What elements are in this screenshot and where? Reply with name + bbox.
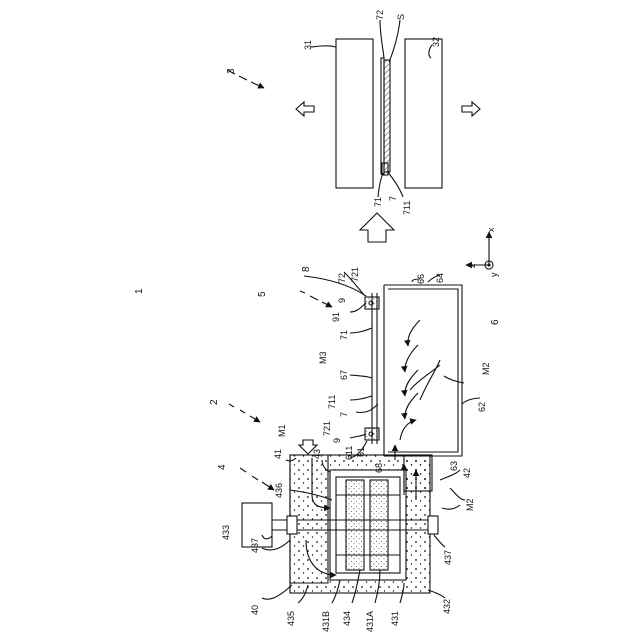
- label-71-top: 71: [373, 197, 383, 207]
- label-435: 435: [286, 611, 296, 626]
- flow-arrow-1: [408, 320, 420, 346]
- label-72-top: 72: [375, 10, 385, 20]
- press-plate-31: [336, 39, 373, 188]
- label-axis-y: y: [489, 272, 499, 277]
- label-9-top: 9: [337, 298, 347, 303]
- label-42: 42: [462, 468, 472, 478]
- label-437-left: 437: [250, 538, 260, 553]
- label-m2-heater: M2: [465, 498, 475, 511]
- label-433: 433: [221, 525, 231, 540]
- label-7-top: 7: [388, 196, 398, 201]
- substrate-s: [384, 60, 390, 172]
- label-3: 3: [226, 68, 237, 74]
- bearing-right: [428, 516, 438, 534]
- flow-arrow-2: [405, 345, 418, 372]
- label-434: 434: [342, 611, 352, 626]
- label-9: 9: [332, 438, 342, 443]
- press-arrow-left: [296, 102, 314, 116]
- label-91: 91: [331, 312, 341, 322]
- label-431a: 431A: [365, 611, 375, 632]
- label-m3: M3: [318, 351, 328, 364]
- label-6: 6: [490, 319, 501, 325]
- label-43: 43: [312, 449, 322, 459]
- label-721: 721: [322, 421, 332, 436]
- label-s: S: [396, 14, 406, 20]
- label-2: 2: [209, 399, 220, 405]
- label-611: 611: [344, 446, 354, 460]
- duct-42: [404, 455, 432, 491]
- label-1: 1: [134, 288, 145, 294]
- layer-72: [381, 58, 384, 174]
- axis-indicator: [466, 232, 493, 269]
- chamber-wall: [384, 285, 462, 456]
- transfer-arrow: [360, 213, 394, 242]
- press-plate-32: [405, 39, 442, 188]
- label-72: 72: [337, 273, 347, 283]
- label-431b: 431B: [321, 611, 331, 632]
- label-711: 711: [327, 395, 337, 409]
- flow-arrow-4: [405, 393, 418, 419]
- label-m2-chamber: M2: [481, 362, 491, 375]
- label-437-right: 437: [443, 550, 453, 565]
- label-66: 66: [416, 274, 426, 284]
- label-40: 40: [250, 605, 260, 615]
- label-41: 41: [273, 449, 283, 459]
- label-7: 7: [339, 412, 349, 417]
- label-61: 61: [356, 447, 366, 457]
- label-32: 32: [431, 37, 441, 47]
- label-71: 71: [339, 330, 349, 340]
- label-436: 436: [274, 483, 284, 498]
- label-axis-x: x: [486, 227, 496, 232]
- label-711-top: 711: [402, 201, 412, 215]
- clamp-bottom: [365, 428, 379, 440]
- label-m1: M1: [277, 424, 287, 437]
- label-67: 67: [339, 370, 349, 380]
- label-64: 64: [435, 273, 445, 283]
- label-68: 68: [374, 463, 384, 473]
- label-4: 4: [217, 464, 228, 470]
- label-62: 62: [477, 402, 487, 412]
- heater-unit-4: [229, 404, 465, 603]
- label-8: 8: [301, 266, 312, 272]
- label-432: 432: [442, 599, 452, 614]
- label-31: 31: [303, 40, 313, 50]
- label-axis-z: z: [467, 263, 477, 268]
- press-device: [227, 20, 480, 242]
- label-63: 63: [449, 461, 459, 471]
- label-431: 431: [390, 611, 400, 626]
- label-5: 5: [257, 291, 268, 297]
- bearing-left: [287, 516, 297, 534]
- label-721-top: 721: [350, 267, 360, 282]
- press-arrow-right: [462, 102, 480, 116]
- flow-arrow-3: [405, 370, 418, 396]
- clamp-top: [365, 297, 379, 309]
